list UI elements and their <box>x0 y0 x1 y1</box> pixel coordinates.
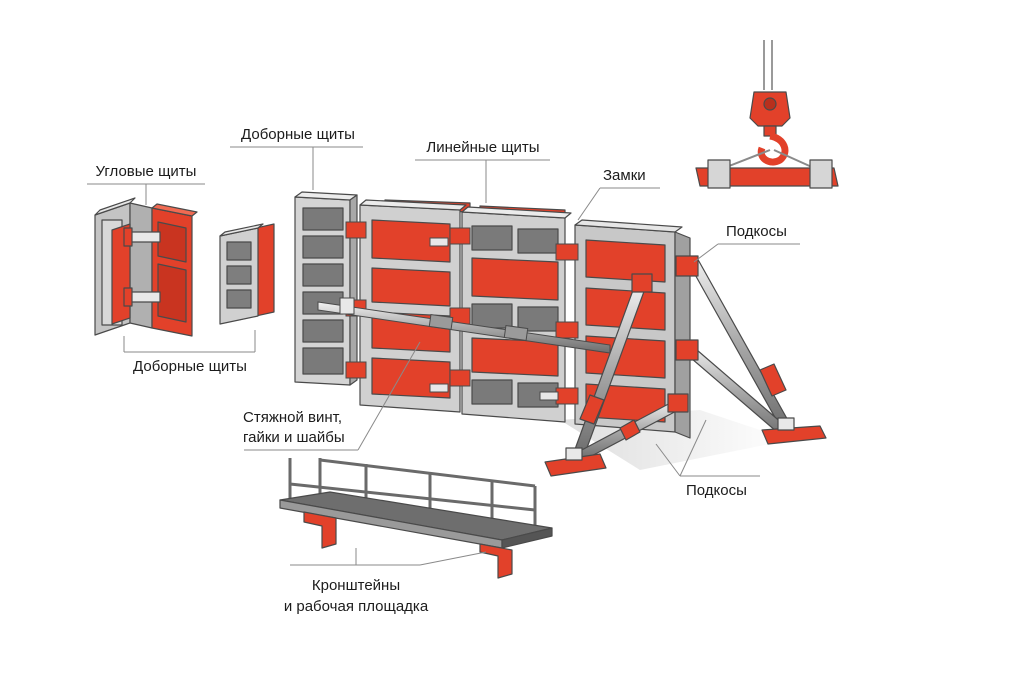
label-tie-rod-line1: Стяжной винт, <box>243 409 343 426</box>
label-filler-panels-top: Доборные щиты <box>241 126 355 143</box>
leader-lines <box>87 146 800 566</box>
label-locks: Замки <box>603 167 646 184</box>
label-brackets-line2: и рабочая площадка <box>283 598 429 615</box>
small-filler-panel <box>219 223 275 325</box>
label-filler-panels-bottom: Доборные щиты <box>133 358 247 375</box>
crane-hook <box>695 40 839 189</box>
label-linear-panels: Линейные щиты <box>426 139 540 156</box>
tall-filler-panel <box>294 191 358 386</box>
braces <box>544 255 827 477</box>
label-braces-bottom: Подкосы <box>686 482 747 499</box>
label-corner-panels: Угловые щиты <box>95 163 197 180</box>
label-tie-rod-line2: гайки и шайбы <box>243 429 345 446</box>
label-brackets-line1: Кронштейны <box>311 577 401 594</box>
work-platform <box>279 458 553 579</box>
label-braces-top: Подкосы <box>726 223 787 240</box>
corner-panels <box>94 197 198 337</box>
